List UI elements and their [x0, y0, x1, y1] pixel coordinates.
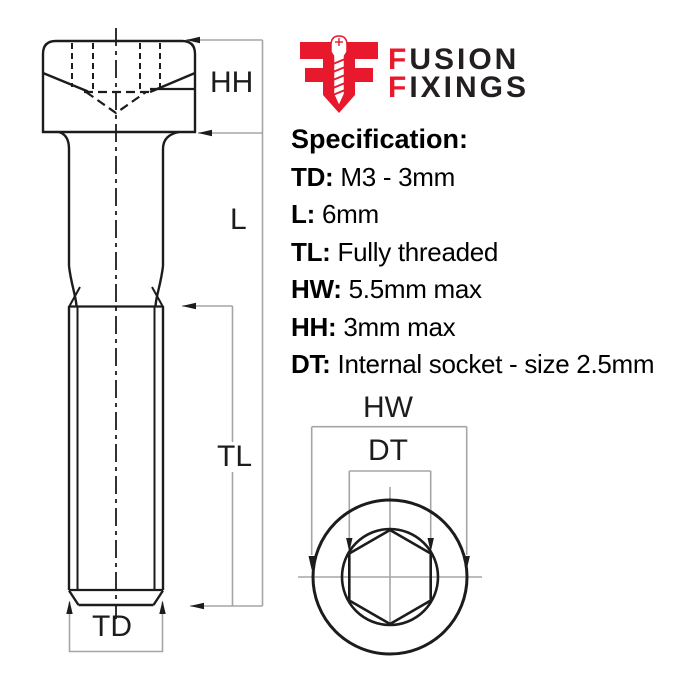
dim-label-head-width: HW — [363, 391, 413, 424]
dimension-arrows — [66, 36, 470, 614]
brand-wordmark-line2: FIXINGS — [388, 71, 530, 104]
brand-initial: F — [388, 71, 410, 104]
screw-thread — [67, 306, 165, 590]
screw-side-view — [41, 28, 197, 619]
dim-label-head-height: HH — [210, 66, 254, 99]
spec-row-tl: TL:Fully threaded — [291, 236, 499, 267]
hex-socket — [347, 528, 433, 626]
brand-wordmark-line1: FUSION — [388, 43, 520, 76]
fusion-fixings-logo-mark — [300, 35, 378, 113]
spec-row-hw: HW:5.5mm max — [291, 274, 482, 304]
specification-heading: Specification: — [291, 124, 469, 154]
hidden-socket-cone — [85, 91, 147, 115]
spec-row-l: L:6mm — [291, 199, 379, 229]
spec-row-dt: DT:Internal socket - size 2.5mm — [291, 349, 655, 379]
dim-label-thread-diameter: TD — [92, 610, 132, 643]
dim-label-drive-size: DT — [368, 434, 408, 467]
dim-label-length: L — [230, 203, 247, 236]
screw-head-outline — [41, 39, 197, 134]
head-outer-circle — [311, 498, 469, 656]
hidden-socket-walls — [71, 43, 161, 91]
spec-row-hh: HH:3mm max — [291, 311, 456, 342]
brand-initial: F — [388, 43, 410, 76]
dim-label-thread-length: TL — [213, 442, 257, 472]
specification-panel: Specification: TD:M3 - 3mm L:6mm TL:Full… — [291, 121, 691, 384]
logo-screw-icon — [330, 35, 348, 108]
screw-end-view — [311, 498, 469, 656]
spec-row-td: TD:M3 - 3mm — [291, 161, 456, 192]
